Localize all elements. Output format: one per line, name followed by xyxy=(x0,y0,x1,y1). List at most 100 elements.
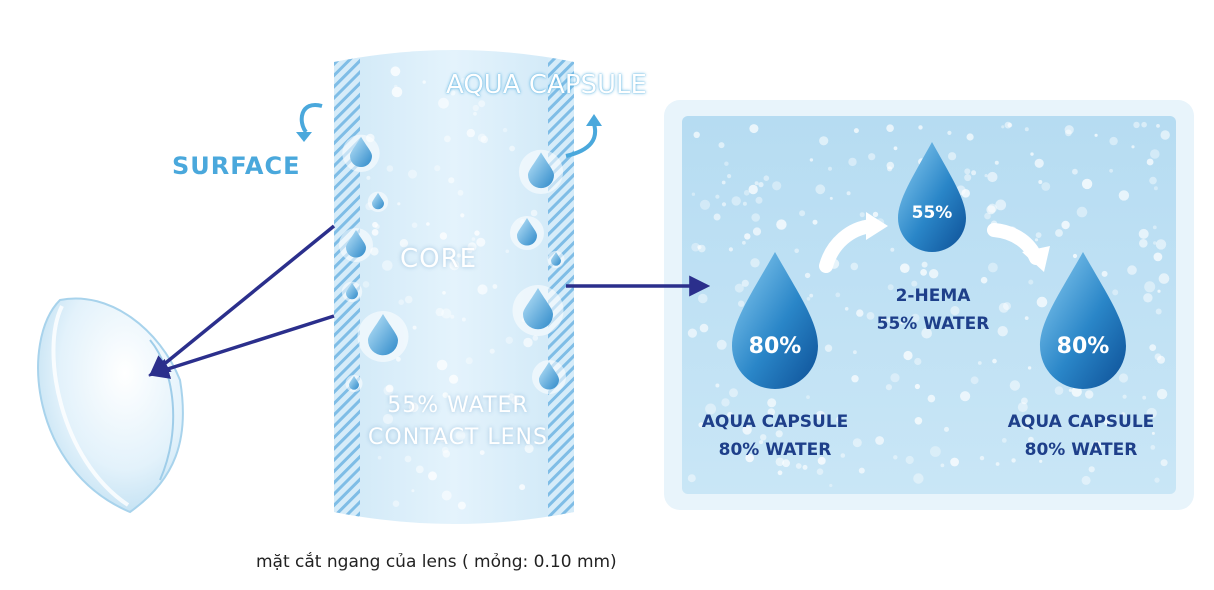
bubble xyxy=(439,435,447,443)
bubble xyxy=(1141,121,1147,128)
bubble xyxy=(1155,308,1162,315)
bubble xyxy=(758,182,764,188)
bubble xyxy=(816,468,824,476)
bubble xyxy=(772,181,782,191)
bubble xyxy=(505,336,513,344)
bubble xyxy=(524,444,534,454)
droplet xyxy=(346,230,366,258)
bubble xyxy=(856,309,864,317)
bubble xyxy=(1035,232,1042,239)
bubble xyxy=(828,166,832,171)
bubble xyxy=(1061,220,1070,230)
bubble xyxy=(858,467,865,474)
bubble xyxy=(809,158,814,162)
bubble xyxy=(509,145,515,152)
bubble xyxy=(1131,145,1135,149)
bubble xyxy=(745,453,754,463)
aqua-capsule-label: AQUA CAPSULE xyxy=(446,70,647,100)
bubble xyxy=(893,455,898,460)
bubble xyxy=(450,90,456,96)
bubble xyxy=(1158,273,1170,284)
bubble xyxy=(844,307,849,311)
bubble xyxy=(1160,130,1170,140)
bubble xyxy=(851,375,859,383)
bubble xyxy=(455,430,466,441)
bubble xyxy=(448,251,452,254)
bubble xyxy=(948,152,957,161)
bubble xyxy=(705,403,717,415)
bubble xyxy=(489,348,495,354)
bubble xyxy=(964,174,972,182)
bubble xyxy=(1088,466,1095,473)
bubble xyxy=(1064,125,1074,135)
bubble xyxy=(1091,441,1102,451)
bubble xyxy=(905,455,914,465)
bubble xyxy=(721,202,727,207)
bubble xyxy=(721,180,726,185)
bubble xyxy=(449,260,460,271)
bubble xyxy=(890,247,895,252)
bubble xyxy=(853,128,859,134)
bubble xyxy=(434,165,441,172)
bubble xyxy=(741,279,749,287)
bubble xyxy=(721,398,730,407)
bubble xyxy=(1017,402,1028,413)
bubble xyxy=(441,490,452,501)
droplet xyxy=(528,152,554,189)
bubble xyxy=(519,484,526,491)
bubble xyxy=(1030,152,1034,156)
column-droplets xyxy=(339,134,566,394)
bubble xyxy=(987,203,997,213)
bubble xyxy=(1094,133,1098,137)
bubble xyxy=(1146,158,1154,166)
bubble xyxy=(1121,412,1125,416)
bubble xyxy=(404,295,413,304)
bubble xyxy=(492,284,498,289)
bubble xyxy=(859,212,865,218)
core-label: CORE xyxy=(400,244,478,274)
bubble xyxy=(980,276,988,284)
bubble xyxy=(794,248,799,254)
bubble xyxy=(929,269,939,279)
bubble xyxy=(1027,366,1032,370)
bubble xyxy=(835,292,841,298)
bubble xyxy=(441,446,449,454)
bubble xyxy=(852,438,862,448)
bubble xyxy=(988,262,998,273)
caption: mặt cắt ngang của lens ( mỏng: 0.10 mm) xyxy=(256,552,617,572)
bubble xyxy=(1001,125,1005,129)
bubble xyxy=(687,474,696,483)
bubble xyxy=(750,258,760,268)
bubble xyxy=(1036,296,1048,308)
bubble xyxy=(848,157,857,167)
bubble xyxy=(476,237,486,247)
bubble xyxy=(1054,386,1064,395)
bubble xyxy=(1101,270,1108,277)
bubble xyxy=(998,302,1009,313)
bubble xyxy=(880,315,886,322)
bubble xyxy=(693,131,700,138)
bubble xyxy=(1149,344,1157,351)
bubble xyxy=(408,169,417,179)
bubble xyxy=(698,422,704,428)
bubble xyxy=(752,227,762,236)
bubble xyxy=(442,392,449,398)
bubble xyxy=(1139,239,1148,248)
bubble xyxy=(1160,459,1168,467)
bubble xyxy=(467,242,477,252)
bubble xyxy=(961,189,970,198)
contact-lens-illustration xyxy=(37,297,184,514)
white-transfer-arrows xyxy=(819,212,1050,273)
bubble xyxy=(366,175,371,180)
bubble xyxy=(362,281,370,288)
bubble xyxy=(995,462,1000,466)
bubble xyxy=(868,153,876,161)
lens-water-line: 55% WATER xyxy=(387,393,529,418)
bubble xyxy=(412,325,417,330)
bubble xyxy=(966,133,974,141)
bubble xyxy=(399,239,409,248)
bubble xyxy=(812,219,818,225)
bubble xyxy=(1076,206,1088,218)
bubble xyxy=(743,190,750,196)
droplet xyxy=(539,362,559,390)
